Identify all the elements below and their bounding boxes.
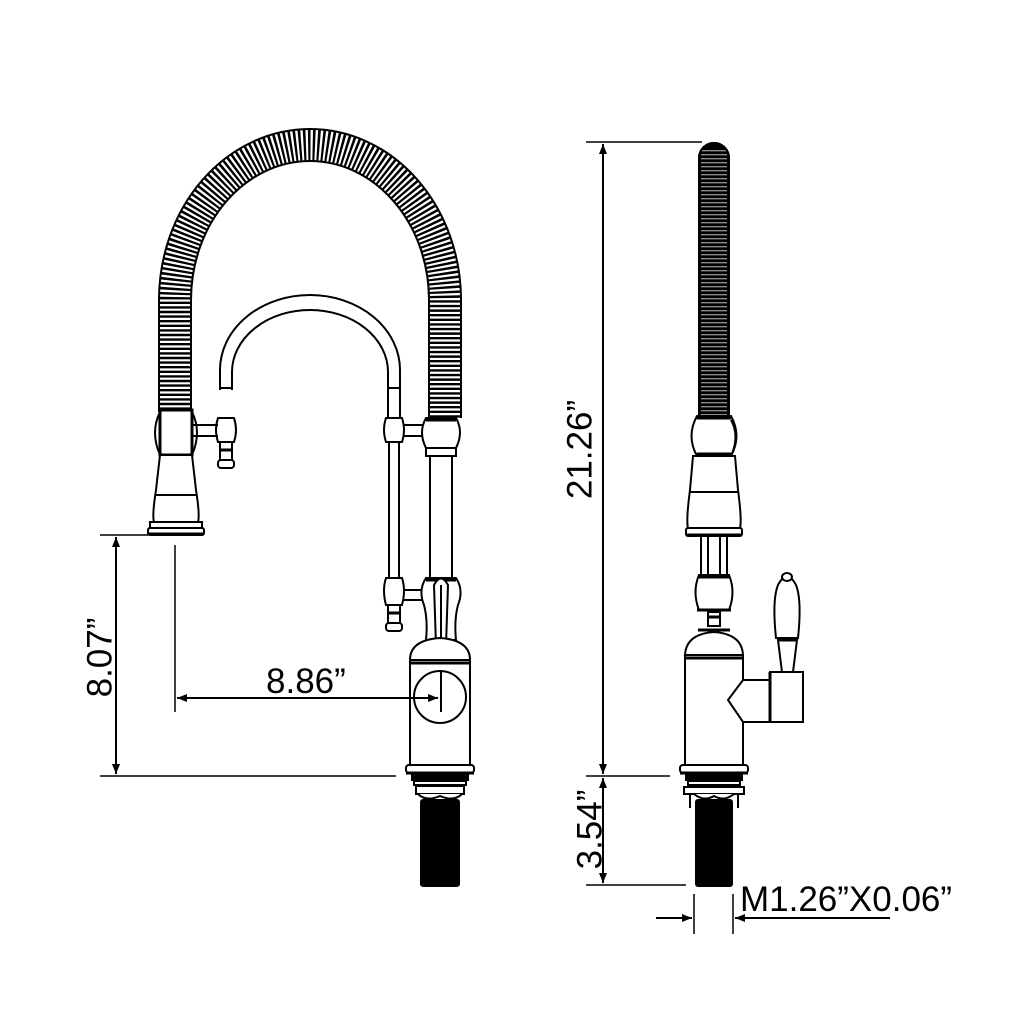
- coil-spring-hose-side: [698, 142, 730, 416]
- neck-collar-side: [694, 574, 734, 632]
- left-tube-connector: [193, 417, 237, 469]
- inner-gooseneck-tube: [219, 294, 401, 420]
- thread-spec-label: M1.26”X0.06”: [740, 880, 953, 919]
- shank-side: [695, 799, 733, 887]
- spray-head-side: [685, 455, 743, 537]
- coil-collar: [421, 417, 461, 578]
- shank-front: [420, 799, 460, 887]
- side-view: [679, 142, 804, 887]
- spout-reach-label: 8.86”: [266, 662, 346, 701]
- shank-length-label: 3.54”: [570, 789, 610, 870]
- inner-tube-vertical: [388, 442, 400, 578]
- right-tube-connector-lower: [383, 577, 424, 632]
- mounting-hardware-front: [411, 774, 469, 800]
- coil-collar-side: [690, 415, 738, 457]
- neck-tubes-side: [700, 537, 728, 575]
- right-tube-connector-upper: [383, 417, 424, 443]
- coil-spring-hose: [158, 128, 462, 418]
- front-dimensions: [100, 534, 438, 777]
- lever-handle-side: [726, 572, 804, 723]
- spray-head: [147, 408, 205, 536]
- side-dimensions: [586, 141, 890, 934]
- spout-height-label: 8.07”: [80, 617, 120, 698]
- front-view: [147, 128, 475, 887]
- lever-handle-front: [420, 577, 462, 712]
- total-height-label: 21.26”: [560, 399, 600, 500]
- mounting-hardware-side: [683, 774, 745, 808]
- faucet-body-front: [405, 636, 475, 775]
